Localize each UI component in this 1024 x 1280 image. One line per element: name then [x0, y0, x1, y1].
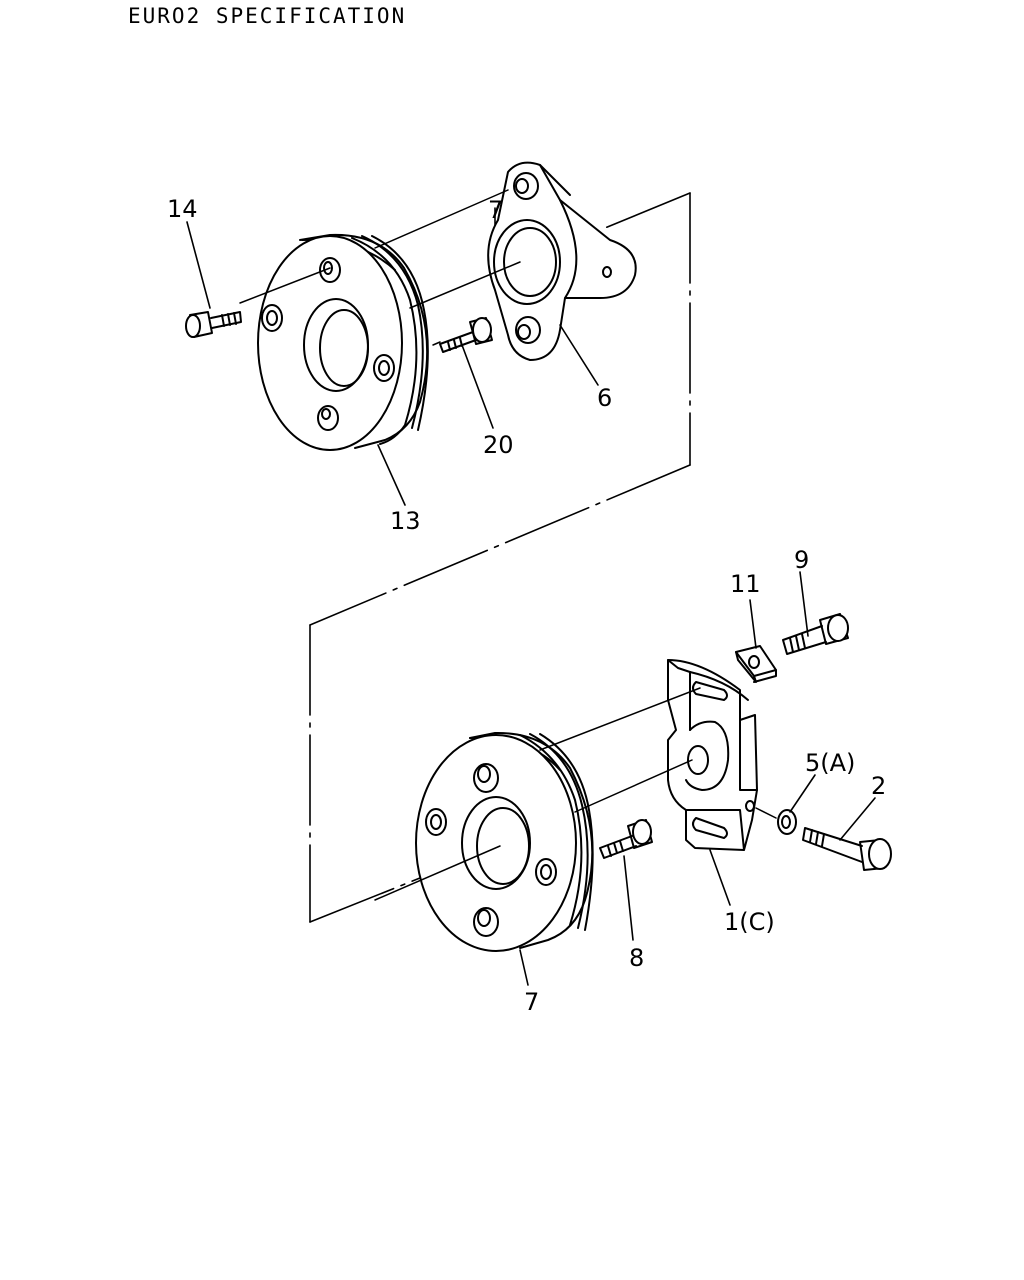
washer-11: [735, 645, 777, 683]
callout-14: 14: [167, 195, 198, 223]
callout-2: 2: [871, 772, 886, 800]
callout-7-upper: 7: [488, 196, 503, 224]
page-title: EURO2 SPECIFICATION: [128, 4, 407, 28]
callout-5a: 5(A): [805, 749, 855, 777]
bolt-14: [185, 311, 242, 338]
upper-leaders: [186, 207, 599, 506]
lower-leaders: [519, 571, 876, 986]
callout-13: 13: [390, 507, 421, 535]
callout-11: 11: [730, 570, 761, 598]
callout-6: 6: [597, 384, 612, 412]
upper-alignment-lines: [239, 189, 521, 346]
bracket-1c: [667, 659, 758, 851]
callout-9: 9: [794, 546, 809, 574]
callout-1c: 1(C): [724, 908, 775, 936]
callout-8: 8: [629, 944, 644, 972]
callout-20: 20: [483, 431, 514, 459]
bolt-8: [599, 819, 653, 859]
assembly-outline: [309, 192, 691, 923]
disc-7-lower: [415, 731, 594, 952]
callout-labels: 14 7 6 20 13 11 9 5(A) 2 1(C) 8 7: [167, 195, 886, 1016]
bolt-9: [782, 613, 849, 655]
disc-13-upper: [257, 233, 429, 451]
callout-7-lower: 7: [524, 988, 539, 1016]
flange-6: [487, 161, 637, 361]
bolt-20: [439, 317, 493, 353]
bolt-2: [802, 827, 892, 871]
washer-5a: [777, 809, 797, 835]
lower-alignment-lines: [374, 687, 777, 901]
